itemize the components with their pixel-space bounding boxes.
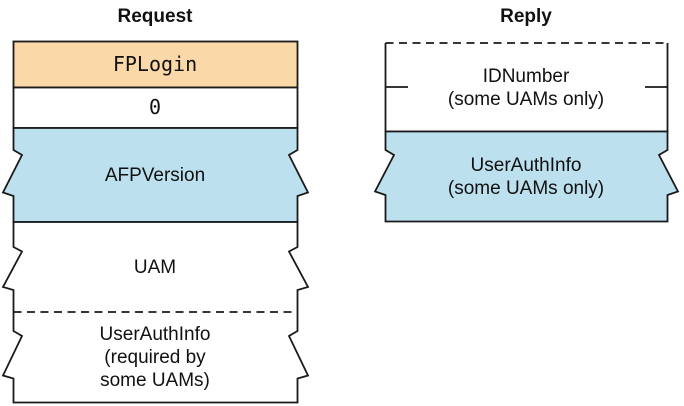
zero-box [12, 86, 299, 129]
zero-field-label: 0 [148, 95, 162, 119]
fplogin-field-label: FPLogin [112, 51, 198, 76]
userauthinfo-request-field-label: UserAuthInfo (required by some UAMs) [99, 323, 211, 391]
uam-field-label: UAM [133, 256, 177, 278]
fplogin-box [12, 40, 299, 89]
userauthinfo-request-box [1, 312, 310, 404]
reply-column-title: Reply [500, 5, 552, 27]
request-column-title: Request [117, 5, 193, 27]
idnumber-field-label: IDNumber (some UAMs only) [447, 65, 605, 110]
uam-box [1, 221, 310, 312]
afpversion-field-label: AFPVersion [104, 164, 206, 186]
userauthinfo-reply-field-label: UserAuthInfo (some UAMs only) [447, 155, 605, 199]
userauthinfo-reply-box [373, 130, 680, 223]
